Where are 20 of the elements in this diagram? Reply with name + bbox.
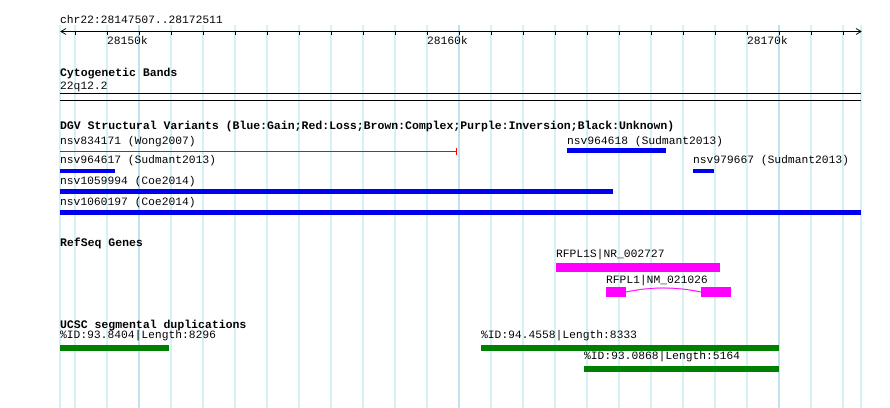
feature-label: %ID:94.4558|Length:8333: [481, 330, 637, 342]
track-title: RefSeq Genes: [60, 238, 143, 250]
feature-label: %ID:93.8404|Length:8296: [60, 330, 216, 342]
tick-label: 28160k: [427, 36, 468, 48]
feature-label: RFPL1|NM_021026: [606, 275, 708, 287]
feature-label: nsv1059994 (Coe2014): [60, 176, 196, 188]
coordinate-range: chr22:28147507..28172511: [60, 15, 223, 27]
feature-label: nsv964618 (Sudmant2013): [567, 136, 723, 148]
track-title: Cytogenetic Bands: [60, 68, 178, 80]
tick-label: 28150k: [107, 36, 148, 48]
feature-label: %ID:93.0868|Length:5164: [584, 351, 740, 363]
feature-label: RFPL1S|NR_002727: [556, 249, 664, 261]
tick-label: 28170k: [747, 36, 788, 48]
track-title: UCSC segmental duplications: [60, 320, 246, 332]
feature-label: nsv834171 (Wong2007): [60, 136, 196, 148]
feature-label: nsv1060197 (Coe2014): [60, 197, 196, 209]
track-title: DGV Structural Variants (Blue:Gain;Red:Loss;Brown:Complex;Purple:Inversion;Black:Unknown): [60, 121, 674, 133]
feature-label: nsv979667 (Sudmant2013): [693, 155, 849, 167]
band-label: 22q12.2: [60, 81, 108, 93]
feature-label: nsv964617 (Sudmant2013): [60, 155, 216, 167]
